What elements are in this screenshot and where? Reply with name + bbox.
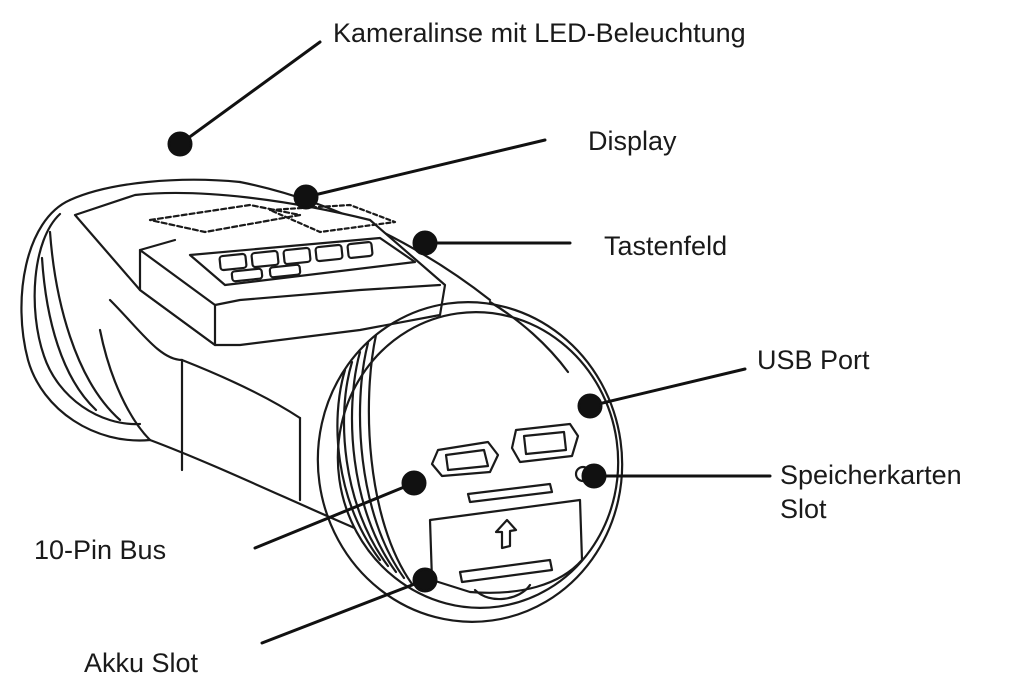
memory-card-label-line2: Slot: [780, 494, 827, 524]
leader-card: [581, 463, 772, 489]
keypad-label: Tastenfeld: [604, 231, 728, 261]
top-housing: [73, 191, 447, 347]
leader-display: [293, 138, 547, 210]
leader-akku: [260, 567, 438, 645]
leader-bus: [253, 470, 427, 550]
lens-housing: [20, 178, 242, 442]
leader-keypad: [412, 230, 572, 256]
memory-card-label-line1: Speicherkarten: [780, 460, 962, 490]
usb-port-shape: [510, 422, 580, 464]
display-label: Display: [588, 126, 677, 156]
callout-leaders: [167, 40, 772, 645]
lens-label: Kameralinse mit LED-Beleuchtung: [333, 18, 746, 48]
keypad-buttons: [188, 236, 417, 287]
ten-pin-bus-label: 10-Pin Bus: [34, 535, 167, 565]
battery-slot-label: Akku Slot: [84, 648, 199, 678]
camera-illustration: [20, 178, 624, 623]
leader-usb: [577, 367, 747, 419]
display-window: [148, 203, 302, 234]
memory-card-slot-label: Speicherkarten Slot: [780, 458, 962, 526]
ten-pin-port: [430, 440, 500, 478]
usb-port-label: USB Port: [757, 345, 870, 375]
arrow-up-icon: [494, 518, 518, 550]
card-slot-shape: [466, 482, 554, 504]
leader-lens: [167, 40, 322, 157]
